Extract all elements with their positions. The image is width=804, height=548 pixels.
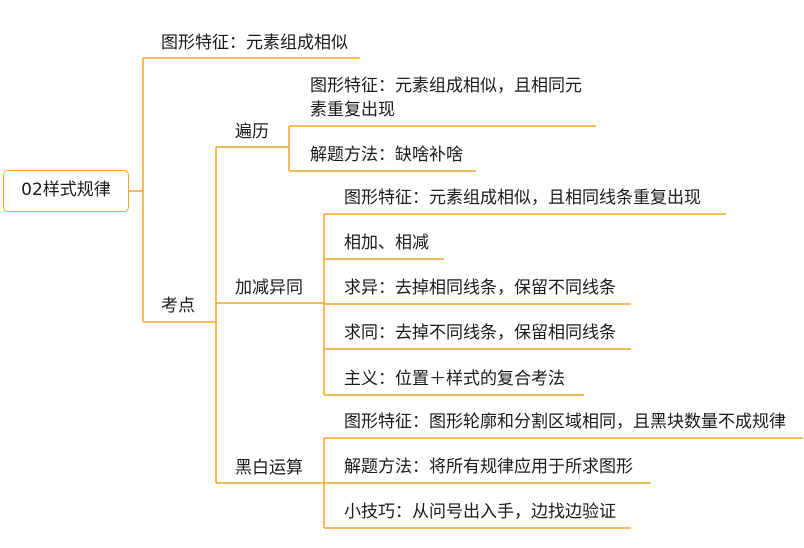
node-jiajian-1[interactable]: 图形特征：元素组成相似，且相同线条重复出现 [344, 188, 701, 208]
node-heibai-2[interactable]: 解题方法：将所有规律应用于所求图形 [344, 457, 633, 477]
node-jiajian[interactable]: 加减异同 [235, 278, 303, 298]
node-jiajian-5[interactable]: 主义：位置＋样式的复合考法 [344, 369, 565, 389]
node-jiajian-3[interactable]: 求异：去掉相同线条，保留不同线条 [344, 278, 616, 298]
node-jiajian-4[interactable]: 求同：去掉不同线条，保留相同线条 [344, 323, 616, 343]
node-heibai-3[interactable]: 小技巧：从问号出入手，边找边验证 [344, 502, 616, 522]
node-jiajian-2[interactable]: 相加、相减 [344, 233, 429, 253]
node-bianli[interactable]: 遍历 [235, 122, 269, 142]
node-heibai-1[interactable]: 图形特征：图形轮廓和分割区域相同，且黑块数量不成规律 [344, 412, 786, 432]
node-top-leaf[interactable]: 图形特征：元素组成相似 [161, 33, 348, 53]
root-node[interactable]: 02样式规律 [3, 170, 129, 212]
node-heibai[interactable]: 黑白运算 [235, 458, 303, 478]
node-bianli-1[interactable]: 图形特征：元素组成相似，且相同元 [310, 76, 582, 96]
node-kaodian[interactable]: 考点 [161, 296, 195, 316]
root-label: 02样式规律 [21, 180, 111, 200]
node-bianli-1-cont: 素重复出现 [310, 100, 395, 120]
node-bianli-2[interactable]: 解题方法：缺啥补啥 [310, 145, 463, 165]
